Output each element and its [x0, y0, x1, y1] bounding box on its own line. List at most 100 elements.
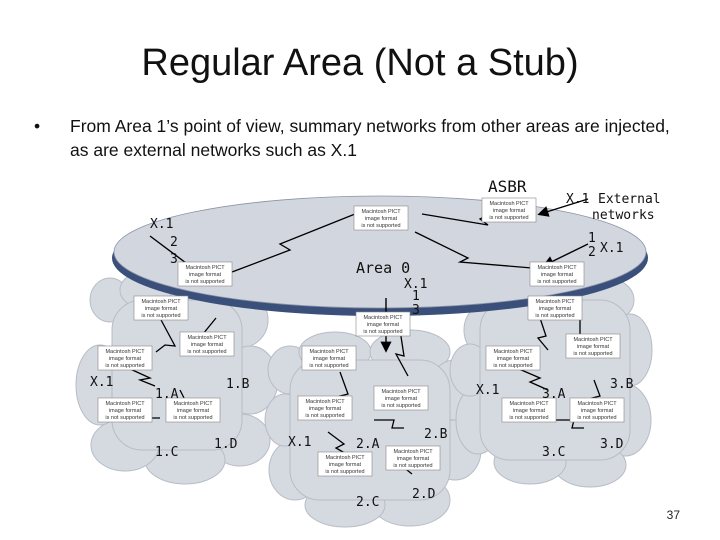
svg-text:is not supported: is not supported: [537, 279, 576, 285]
svg-text:is not supported: is not supported: [489, 215, 528, 221]
svg-text:is not supported: is not supported: [493, 363, 532, 369]
svg-text:is not supported: is not supported: [325, 469, 364, 475]
router-3D-label: 3.D: [600, 437, 624, 452]
router-abr-2: Macintosh PICT image format is not suppo…: [355, 311, 411, 337]
router-backbone-center: Macintosh PICT image format is not suppo…: [353, 205, 409, 231]
router-1C-label: 1.C: [155, 445, 178, 460]
svg-text:is not supported: is not supported: [173, 415, 212, 421]
router-asbr: Macintosh PICT image format is not suppo…: [481, 197, 537, 223]
router-area1-a: Macintosh PICT image format is not suppo…: [97, 345, 153, 371]
svg-text:is not supported: is not supported: [393, 463, 432, 469]
svg-text:Macintosh PICT: Macintosh PICT: [173, 401, 213, 407]
svg-text:image format: image format: [493, 208, 526, 214]
svg-text:Macintosh PICT: Macintosh PICT: [325, 455, 365, 461]
page-number: 37: [666, 508, 680, 522]
area2-x1-label: X.1: [288, 435, 311, 450]
external-x1-label: X.1: [566, 192, 589, 207]
svg-text:Macintosh PICT: Macintosh PICT: [573, 337, 613, 343]
bullet-symbol: •: [34, 116, 41, 136]
router-abr-1: Macintosh PICT image format is not suppo…: [177, 261, 233, 287]
svg-text:Macintosh PICT: Macintosh PICT: [489, 201, 529, 207]
svg-text:image format: image format: [397, 456, 430, 462]
router-1A-label: 1.A: [155, 387, 179, 402]
svg-text:is not supported: is not supported: [185, 279, 224, 285]
svg-text:image format: image format: [189, 272, 222, 278]
area0-label: Area 0: [356, 259, 410, 277]
router-area2-d: Macintosh PICT image format is not suppo…: [385, 445, 441, 471]
router-2C-label: 2.C: [356, 495, 379, 510]
svg-text:Macintosh PICT: Macintosh PICT: [105, 349, 145, 355]
router-3B-label: 3.B: [610, 377, 634, 392]
svg-text:is not supported: is not supported: [509, 415, 548, 421]
svg-text:Macintosh PICT: Macintosh PICT: [509, 401, 549, 407]
svg-text:is not supported: is not supported: [187, 349, 226, 355]
svg-text:image format: image format: [497, 356, 530, 362]
left-3-label: 3: [170, 252, 178, 267]
asbr-label: ASBR: [488, 177, 527, 196]
svg-text:Macintosh PICT: Macintosh PICT: [105, 401, 145, 407]
svg-text:Macintosh PICT: Macintosh PICT: [305, 399, 345, 405]
svg-text:Macintosh PICT: Macintosh PICT: [361, 209, 401, 215]
area3-x1-label: X.1: [476, 383, 499, 398]
svg-text:image format: image format: [145, 306, 178, 312]
router-3C-label: 3.C: [542, 445, 565, 460]
svg-text:is not supported: is not supported: [573, 351, 612, 357]
svg-text:is not supported: is not supported: [105, 363, 144, 369]
svg-text:is not supported: is not supported: [305, 413, 344, 419]
router-1B-label: 1.B: [226, 377, 250, 392]
svg-text:image format: image format: [329, 462, 362, 468]
svg-text:Macintosh PICT: Macintosh PICT: [381, 389, 421, 395]
svg-text:image format: image format: [109, 356, 142, 362]
router-area3-b: Macintosh PICT image format is not suppo…: [565, 333, 621, 359]
router-placeholders: Macintosh PICT image format is not suppo…: [97, 197, 625, 477]
svg-text:is not supported: is not supported: [363, 329, 402, 335]
svg-text:Macintosh PICT: Macintosh PICT: [393, 449, 433, 455]
svg-text:image format: image format: [385, 396, 418, 402]
router-1D-label: 1.D: [214, 437, 238, 452]
right-x1-label: X.1: [600, 241, 623, 256]
area0-x1-label: X.1: [404, 277, 427, 292]
router-abr-3: Macintosh PICT image format is not suppo…: [529, 261, 585, 287]
left-2-label: 2: [170, 235, 178, 250]
router-area2-top: Macintosh PICT image format is not suppo…: [301, 345, 357, 371]
svg-text:image format: image format: [109, 408, 142, 414]
svg-text:image format: image format: [313, 356, 346, 362]
router-area2-a: Macintosh PICT image format is not suppo…: [297, 395, 353, 421]
svg-text:Macintosh PICT: Macintosh PICT: [187, 335, 227, 341]
svg-text:image format: image format: [367, 322, 400, 328]
svg-text:is not supported: is not supported: [361, 223, 400, 229]
router-2D-label: 2.D: [412, 487, 436, 502]
external-networks-label-1: External: [598, 192, 661, 207]
svg-text:image format: image format: [191, 342, 224, 348]
router-area1-b: Macintosh PICT image format is not suppo…: [179, 331, 235, 357]
area1-x1-label: X.1: [90, 375, 113, 390]
router-area3-a: Macintosh PICT image format is not suppo…: [485, 345, 541, 371]
diagram-labels: ASBR X.1 External networks Area 0 X.1 1 …: [90, 177, 661, 510]
svg-text:Macintosh PICT: Macintosh PICT: [535, 299, 575, 305]
area-0-backbone: [112, 195, 648, 316]
svg-text:Macintosh PICT: Macintosh PICT: [363, 315, 403, 321]
right-1-label: 1: [588, 231, 596, 246]
router-2A-label: 2.A: [356, 437, 380, 452]
svg-text:is not supported: is not supported: [577, 415, 616, 421]
bullet-text: From Area 1’s point of view, summary net…: [70, 116, 670, 160]
router-area3-c: Macintosh PICT image format is not suppo…: [501, 397, 557, 423]
router-area1-top: Macintosh PICT image format is not suppo…: [133, 295, 189, 321]
svg-text:Macintosh PICT: Macintosh PICT: [537, 265, 577, 271]
external-networks-label-2: networks: [592, 208, 655, 223]
router-area2-c: Macintosh PICT image format is not suppo…: [317, 451, 373, 477]
svg-text:image format: image format: [309, 406, 342, 412]
svg-text:Macintosh PICT: Macintosh PICT: [493, 349, 533, 355]
svg-text:is not supported: is not supported: [309, 363, 348, 369]
router-area3-top: Macintosh PICT image format is not suppo…: [527, 295, 583, 321]
svg-text:image format: image format: [365, 216, 398, 222]
svg-text:Macintosh PICT: Macintosh PICT: [185, 265, 225, 271]
right-2-label: 2: [588, 245, 596, 260]
svg-text:image format: image format: [581, 408, 614, 414]
slide-title: Regular Area (Not a Stub): [141, 42, 579, 84]
left-x1-label: X.1: [150, 217, 173, 232]
router-area3-d: Macintosh PICT image format is not suppo…: [569, 397, 625, 423]
area0-1-label: 1: [412, 289, 420, 304]
svg-text:image format: image format: [541, 272, 574, 278]
